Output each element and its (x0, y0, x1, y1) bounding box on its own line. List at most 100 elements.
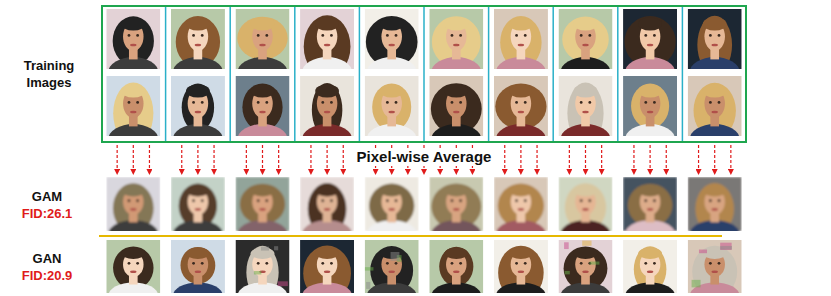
training-face (171, 9, 225, 69)
training-face (365, 9, 419, 69)
hair (113, 246, 153, 289)
eye (709, 101, 712, 104)
column-separator (617, 7, 619, 141)
eye (128, 199, 131, 202)
eye (644, 199, 647, 202)
eye (709, 262, 712, 265)
hair-top (186, 185, 210, 197)
hair (631, 84, 669, 129)
hair-top (638, 247, 662, 259)
eye (515, 101, 518, 104)
mouth (130, 111, 136, 114)
average-arrow (601, 145, 602, 175)
generated-face (494, 240, 548, 293)
mouth (324, 208, 330, 211)
eye (321, 199, 324, 202)
eye (136, 262, 139, 265)
eye (201, 101, 204, 104)
hair-top (315, 84, 339, 97)
average-arrow (117, 145, 118, 175)
gan-artifact (565, 271, 570, 274)
hair (180, 247, 215, 284)
mouth (711, 208, 717, 211)
eye (644, 101, 647, 104)
mouth (324, 271, 330, 274)
hair-top (121, 84, 145, 97)
mouth (518, 271, 524, 274)
hair-top (186, 84, 210, 97)
gan-artifact (261, 247, 269, 251)
hair-top (315, 185, 339, 197)
mouth (647, 271, 653, 274)
average-arrow (197, 145, 198, 175)
training-face (688, 76, 742, 136)
image-grid-box: Training Images (101, 5, 747, 143)
training-face (106, 76, 160, 136)
generated-face (236, 240, 290, 293)
eye (257, 34, 260, 37)
hair (182, 83, 214, 131)
gan-artifact (274, 246, 278, 250)
average-arrow (649, 145, 650, 175)
gan-artifact (278, 281, 288, 286)
mouth (582, 111, 588, 114)
eye (515, 199, 518, 202)
eye (257, 262, 260, 265)
mouth (130, 208, 136, 211)
generated-face (623, 240, 677, 293)
hair (372, 83, 411, 130)
eye (330, 262, 333, 265)
training-face (236, 76, 290, 136)
generated-face (106, 240, 160, 293)
column-separator (165, 7, 167, 141)
column-separator (423, 7, 425, 141)
hair-top (251, 17, 275, 30)
eye (386, 262, 389, 265)
gan-artifact (692, 280, 701, 287)
eye (395, 101, 398, 104)
training-face (494, 76, 548, 136)
hair-top (380, 17, 404, 30)
average-arrow (343, 145, 344, 175)
eye (451, 262, 454, 265)
training-face (623, 76, 677, 136)
eye (395, 34, 398, 37)
average-arrow (520, 145, 521, 175)
hair-top (121, 17, 145, 30)
training-face (171, 76, 225, 136)
hair-top (509, 84, 533, 97)
hair (562, 17, 609, 63)
mouth (324, 44, 330, 47)
average-arrow (504, 145, 505, 175)
hair-top (703, 17, 727, 30)
mouth (453, 111, 459, 114)
average-arrow (536, 145, 537, 175)
eye (718, 262, 721, 265)
training-face (365, 76, 419, 136)
eye (321, 34, 324, 37)
mouth (647, 208, 653, 211)
eye (580, 34, 583, 37)
average-arrow (585, 145, 586, 175)
eye (257, 199, 260, 202)
eye (136, 199, 139, 202)
training-face (300, 76, 354, 136)
hair (498, 184, 544, 228)
eye (128, 101, 131, 104)
mouth (259, 208, 265, 211)
average-arrow (569, 145, 570, 175)
average-arrow (262, 145, 263, 175)
average-arrow (278, 145, 279, 175)
training-face (236, 9, 290, 69)
hair (240, 184, 285, 225)
eye (653, 199, 656, 202)
mouth (195, 44, 201, 47)
eye (451, 34, 454, 37)
eye (653, 34, 656, 37)
averaged-face (429, 177, 483, 231)
generated-face (365, 240, 419, 293)
fid-score: FID:20.9 (3, 267, 91, 284)
eye (192, 262, 195, 265)
eye (524, 101, 527, 104)
fid-score: FID:26.1 (3, 205, 91, 222)
